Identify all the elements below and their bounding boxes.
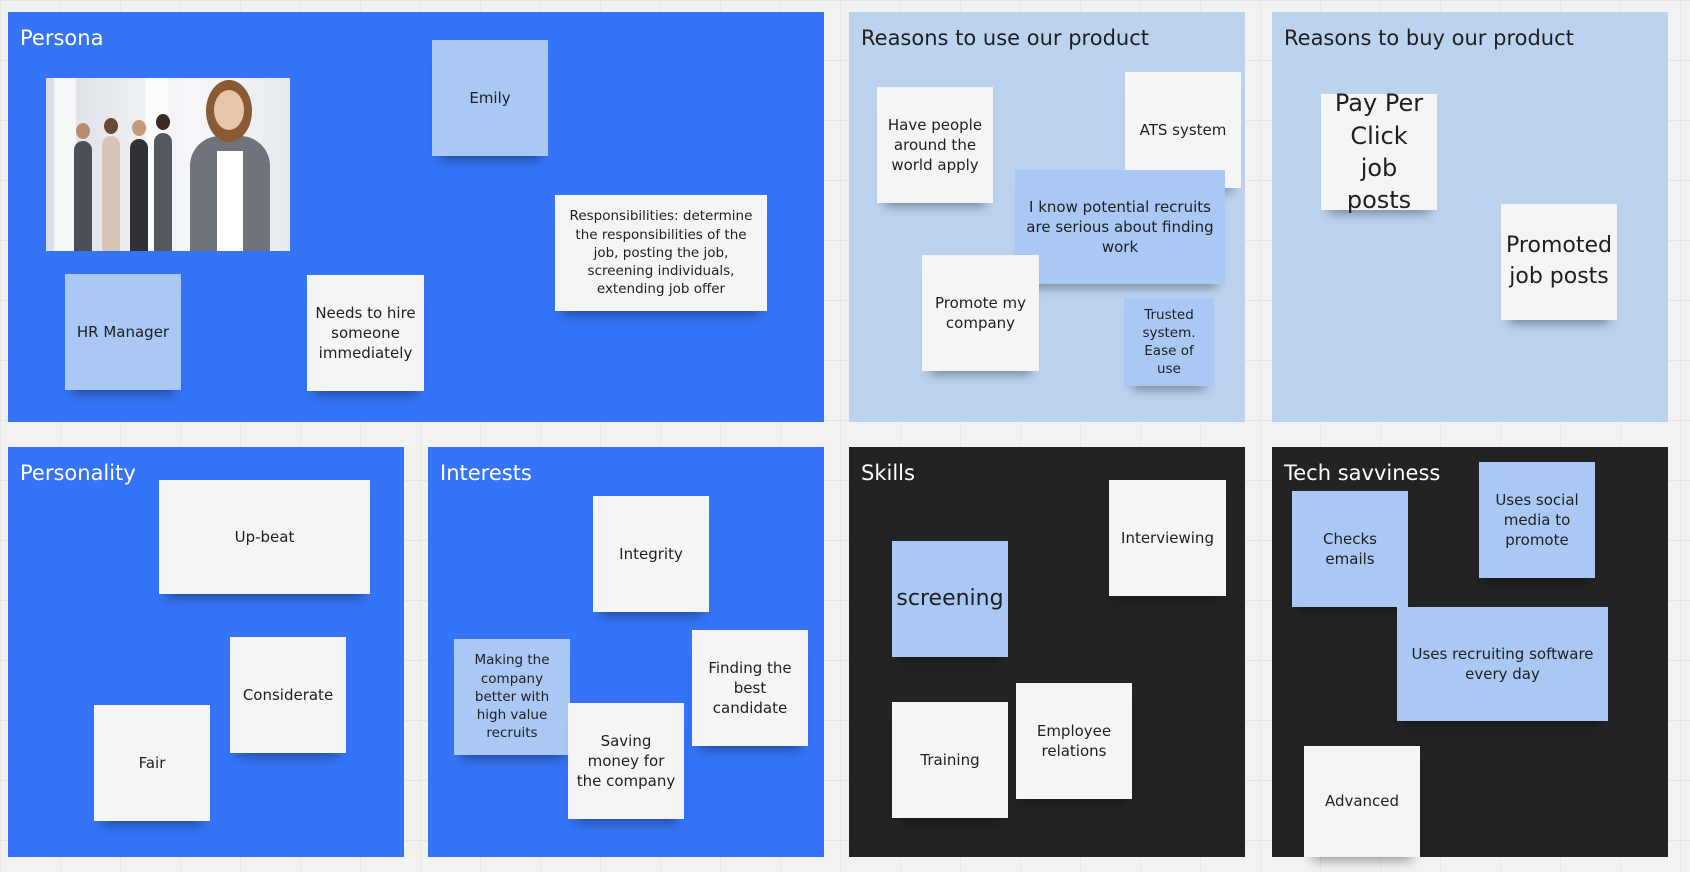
frame-title: Tech savviness xyxy=(1284,461,1441,485)
frame-title: Personality xyxy=(20,461,136,485)
note-advanced[interactable]: Advanced xyxy=(1304,746,1420,857)
frame-title: Persona xyxy=(20,26,104,50)
note-needs-to-hire[interactable]: Needs to hire someone immediately xyxy=(307,275,424,391)
note-hr-manager[interactable]: HR Manager xyxy=(65,274,181,390)
note-screening[interactable]: screening xyxy=(892,541,1008,657)
note-saving-money[interactable]: Saving money for the company xyxy=(568,703,684,819)
frame-title: Skills xyxy=(861,461,915,485)
frame-reasons-to-use[interactable]: Reasons to use our product Have people a… xyxy=(849,12,1245,422)
frame-title: Reasons to buy our product xyxy=(1284,26,1574,50)
note-finding-best-candidate[interactable]: Finding the best candidate xyxy=(692,630,808,746)
note-emily[interactable]: Emily xyxy=(432,40,548,156)
persona-photo[interactable] xyxy=(46,78,290,251)
note-uses-social-media[interactable]: Uses social media to promote xyxy=(1479,462,1595,578)
note-integrity[interactable]: Integrity xyxy=(593,496,709,612)
note-promote-company[interactable]: Promote my company xyxy=(922,255,1039,371)
note-considerate[interactable]: Considerate xyxy=(230,637,346,753)
note-up-beat[interactable]: Up-beat xyxy=(159,480,370,594)
frame-reasons-to-buy[interactable]: Reasons to buy our product Pay Per Click… xyxy=(1272,12,1668,422)
note-fair[interactable]: Fair xyxy=(94,705,210,821)
note-interviewing[interactable]: Interviewing xyxy=(1109,480,1226,596)
note-people-around-world[interactable]: Have people around the world apply xyxy=(877,87,993,203)
frame-persona[interactable]: Persona Emily HR Manager Needs to hire s… xyxy=(8,12,824,422)
note-checks-emails[interactable]: Checks emails xyxy=(1292,491,1408,607)
note-promoted-job-posts[interactable]: Promoted job posts xyxy=(1501,204,1617,320)
note-ats-system[interactable]: ATS system xyxy=(1125,72,1241,188)
note-pay-per-click[interactable]: Pay Per Click job posts xyxy=(1321,89,1437,214)
frame-personality[interactable]: Personality Up-beat Considerate Fair xyxy=(8,447,404,857)
note-recruiting-software[interactable]: Uses recruiting software every day xyxy=(1397,607,1608,721)
frame-tech-savviness[interactable]: Tech savviness Checks emails Uses social… xyxy=(1272,447,1668,857)
note-training[interactable]: Training xyxy=(892,702,1008,818)
frame-title: Reasons to use our product xyxy=(861,26,1149,50)
note-responsibilities[interactable]: Responsibilities: determine the responsi… xyxy=(555,195,767,311)
frame-title: Interests xyxy=(440,461,532,485)
note-making-company-better[interactable]: Making the company better with high valu… xyxy=(454,639,570,755)
frame-interests[interactable]: Interests Integrity Making the company b… xyxy=(428,447,824,857)
note-serious-recruits[interactable]: I know potential recruits are serious ab… xyxy=(1015,170,1225,284)
note-trusted-system[interactable]: Trusted system. Ease of use xyxy=(1124,298,1214,386)
frame-skills[interactable]: Skills Interviewing screening Training E… xyxy=(849,447,1245,857)
note-employee-relations[interactable]: Employee relations xyxy=(1016,683,1132,799)
